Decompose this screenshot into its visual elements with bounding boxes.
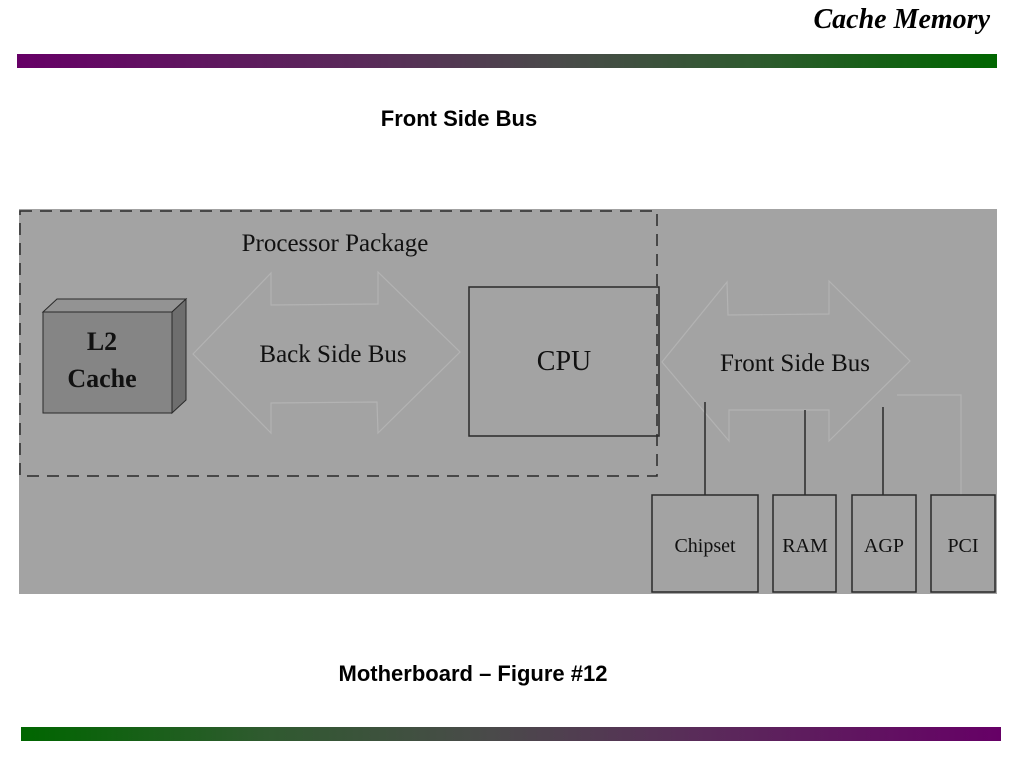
- bottom-gradient-bar: [21, 727, 1001, 741]
- cpu-label: CPU: [537, 346, 591, 377]
- back-side-bus-arrow: [192, 270, 461, 435]
- cpu-block: [468, 286, 660, 437]
- front-side-bus-label: Front Side Bus: [720, 350, 870, 377]
- ram-label: RAM: [782, 535, 828, 557]
- agp-label: AGP: [864, 535, 904, 557]
- top-gradient-bar: [17, 54, 997, 68]
- l2-cache-top-face: [41, 298, 188, 313]
- chipset-block: Chipset: [651, 494, 759, 593]
- l2-cache-label-line2: Cache: [67, 364, 136, 393]
- figure-caption: Motherboard – Figure #12: [338, 661, 608, 686]
- slide-subtitle: Front Side Bus: [380, 106, 538, 131]
- pci-connector: [897, 394, 962, 495]
- front-side-bus-arrow: [661, 279, 911, 443]
- motherboard-diagram: Processor Package L2 Cache Back Side Bus…: [19, 209, 997, 594]
- pci-block: PCI: [930, 494, 996, 593]
- l2-cache-front-face: [42, 311, 173, 414]
- slide-header-title: Cache Memory: [813, 4, 990, 35]
- l2-cache-label-line1: L2: [87, 327, 117, 356]
- processor-package-label: Processor Package: [242, 230, 429, 257]
- pci-label: PCI: [947, 535, 978, 557]
- back-side-bus-label: Back Side Bus: [259, 341, 406, 368]
- agp-block: AGP: [851, 494, 917, 593]
- processor-package-boundary: [19, 210, 658, 477]
- chipset-label: Chipset: [674, 535, 736, 557]
- l2-cache-side-face: [171, 297, 187, 415]
- ram-block: RAM: [772, 494, 837, 593]
- l2-cache-block: L2 Cache: [41, 297, 188, 415]
